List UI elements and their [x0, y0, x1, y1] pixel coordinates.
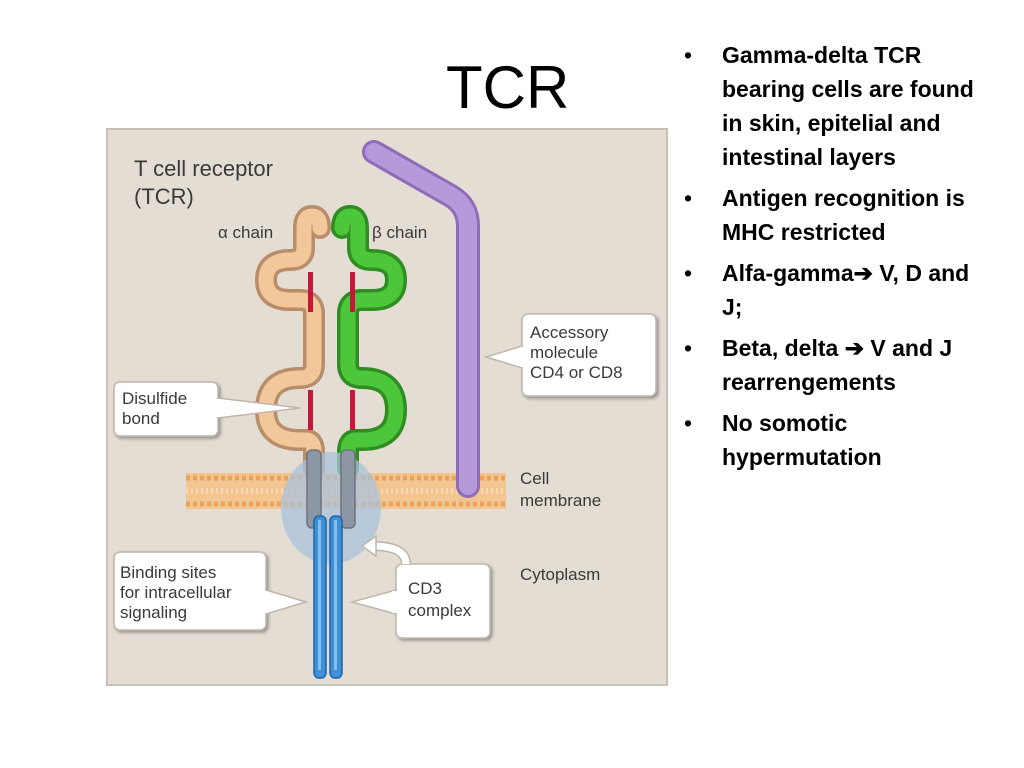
cell-membrane-label-line1: Cell	[520, 469, 549, 488]
cd3-label-line2: complex	[408, 601, 472, 620]
accessory-label-line1: Accessory	[530, 323, 609, 342]
disulfide-label-line2: bond	[122, 409, 160, 428]
bullet-dot: •	[684, 260, 693, 286]
bullet-text-before: Beta, delta	[722, 335, 845, 361]
bullet-item: • Beta, delta ➔ V and J rearrengements	[676, 331, 976, 399]
figure-heading-line1: T cell receptor	[134, 156, 273, 181]
binding-sites-callout: Binding sites for intracellular signalin…	[113, 551, 309, 631]
figure-heading-line2: (TCR)	[134, 184, 194, 209]
tcr-figure: T cell receptor (TCR) α chain β chain Ac…	[106, 128, 668, 686]
bullet-dot: •	[684, 410, 693, 436]
cd3-complex	[313, 515, 343, 679]
disulfide-bonds	[308, 272, 355, 430]
cd3-callout: CD3 complex	[349, 534, 491, 639]
bullet-text: Gamma-delta TCR bearing cells are found …	[722, 42, 974, 170]
bullet-item: • Antigen recognition is MHC restricted	[676, 181, 976, 249]
bullet-item: • Gamma-delta TCR bearing cells are foun…	[676, 38, 976, 174]
beta-chain	[331, 205, 407, 479]
cell-membrane-label-line2: membrane	[520, 491, 601, 510]
cd3-halo	[281, 452, 381, 564]
bullet-dot: •	[684, 335, 693, 361]
alpha-chain-label: α chain	[218, 223, 273, 242]
alpha-chain	[255, 205, 331, 479]
bullet-text: No somotic hypermutation	[722, 410, 882, 470]
right-arrow-icon: ➔	[853, 260, 873, 286]
bullet-text-before: Alfa-gamma	[722, 260, 854, 286]
accessory-label-line2: molecule	[530, 343, 598, 362]
bullet-dot: •	[684, 185, 693, 211]
bullet-text-after: V, D and J;	[722, 260, 970, 320]
binding-label-line1: Binding sites	[120, 563, 216, 582]
transmembrane-stems	[306, 449, 356, 529]
bullet-text: Antigen recognition is MHC restricted	[722, 185, 965, 245]
right-arrow-icon: ➔	[844, 335, 864, 361]
bullet-text-after: V and J rearrengements	[722, 335, 953, 395]
accessory-callout: Accessory molecule CD4 or CD8	[483, 313, 657, 397]
cytoplasm-label: Cytoplasm	[520, 565, 600, 584]
cd3-label-line1: CD3	[408, 579, 442, 598]
accessory-label-line3: CD4 or CD8	[530, 363, 623, 382]
bullet-list: • Gamma-delta TCR bearing cells are foun…	[676, 38, 976, 481]
disulfide-callout: Disulfide bond	[113, 381, 301, 437]
disulfide-label-line1: Disulfide	[122, 389, 187, 408]
bullet-item: • No somotic hypermutation	[676, 406, 976, 474]
beta-chain-label: β chain	[372, 223, 427, 242]
slide-title: TCR	[446, 54, 570, 121]
binding-label-line3: signaling	[120, 603, 187, 622]
bullet-item: • Alfa-gamma➔ V, D and J;	[676, 256, 976, 324]
binding-label-line2: for intracellular	[120, 583, 232, 602]
bullet-dot: •	[684, 42, 693, 68]
tcr-diagram: T cell receptor (TCR) α chain β chain Ac…	[106, 128, 668, 686]
